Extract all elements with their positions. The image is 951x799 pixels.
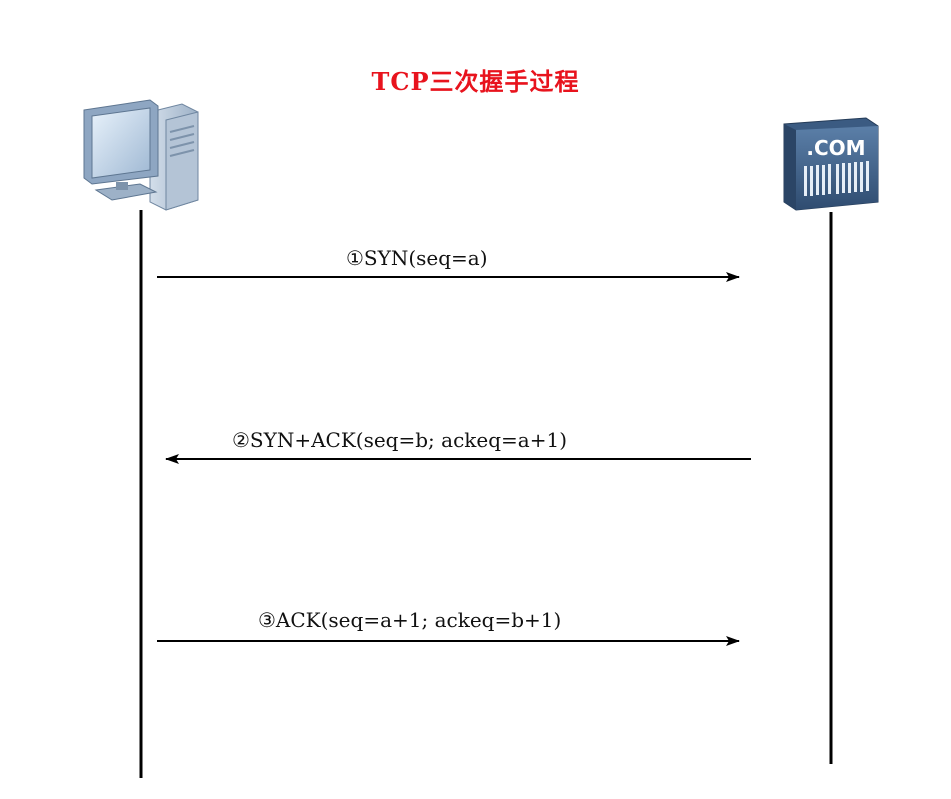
computer-icon <box>83 99 199 211</box>
server-icon: .COM <box>783 117 879 211</box>
message-label-syn-ack: ②SYN+ACK(seq=b; ackeq=a+1) <box>232 428 567 452</box>
server-label: .COM <box>806 136 865 160</box>
message-label-syn: ①SYN(seq=a) <box>346 246 488 270</box>
message-label-ack: ③ACK(seq=a+1; ackeq=b+1) <box>258 608 562 632</box>
diagram-title: TCP三次握手过程 <box>371 67 580 96</box>
